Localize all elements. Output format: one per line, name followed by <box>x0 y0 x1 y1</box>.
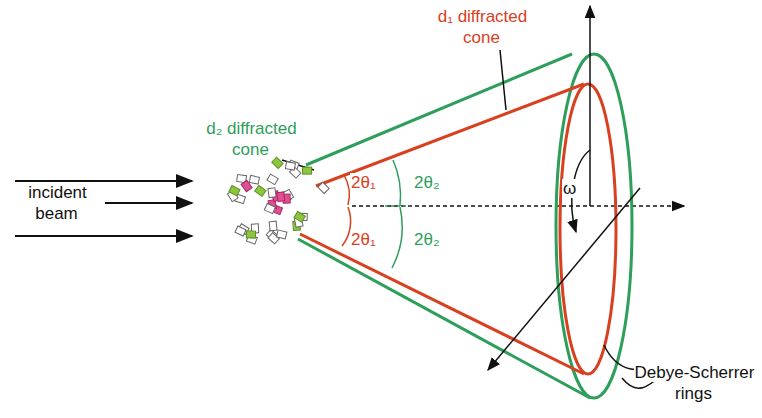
label-run: d₂ diffracted cone <box>205 119 296 159</box>
omega-label: ω <box>562 178 577 199</box>
label-run: 2θ₁ <box>350 173 377 192</box>
crystallite <box>272 157 283 168</box>
vertical-axis <box>589 6 591 206</box>
angle-label: 2θ₁ <box>350 172 377 193</box>
crystallite <box>235 226 246 236</box>
crystallite <box>229 186 240 196</box>
crystallite <box>269 221 277 231</box>
angle-label: 2θ₂ <box>413 229 441 250</box>
label-run: incident beam <box>27 183 87 223</box>
beam-label: incident beam <box>18 182 96 224</box>
crystallite <box>303 167 312 174</box>
cone-label: d₁ diffracted cone <box>418 6 546 48</box>
crystallite <box>241 180 252 191</box>
label-run: 2θ₁ <box>350 230 377 249</box>
cone-label: d₂ diffracted cone <box>192 118 310 160</box>
radial-axis <box>488 188 640 370</box>
powder-sample <box>227 157 329 244</box>
label-run: 2θ₂ <box>413 173 441 192</box>
crystallite <box>264 204 275 214</box>
beam-axis <box>352 205 684 207</box>
leader-lines <box>282 50 668 388</box>
crystallite <box>294 211 305 222</box>
crystallite <box>249 175 259 184</box>
label-run: Debye-Scherrer rings <box>634 363 755 403</box>
rings-label: Debye-Scherrer rings <box>632 362 756 404</box>
angle-label: 2θ₁ <box>350 229 377 250</box>
d1-cone <box>300 84 616 374</box>
incident-beam-arrows <box>15 181 192 236</box>
crystallite <box>267 174 278 185</box>
crystallite <box>285 162 295 170</box>
label-run: 2θ₂ <box>413 230 441 249</box>
crystallite <box>277 192 285 202</box>
crystallite <box>277 230 287 239</box>
crystallite <box>318 182 329 193</box>
angle-arcs <box>342 160 410 268</box>
d2-cone <box>298 54 632 398</box>
label-run: ω <box>562 179 577 198</box>
crystallite <box>255 185 266 196</box>
crystallite <box>246 231 255 238</box>
angle-label: 2θ₂ <box>413 172 441 193</box>
label-run: d₁ diffracted cone <box>437 7 528 47</box>
crystallite <box>268 188 276 198</box>
